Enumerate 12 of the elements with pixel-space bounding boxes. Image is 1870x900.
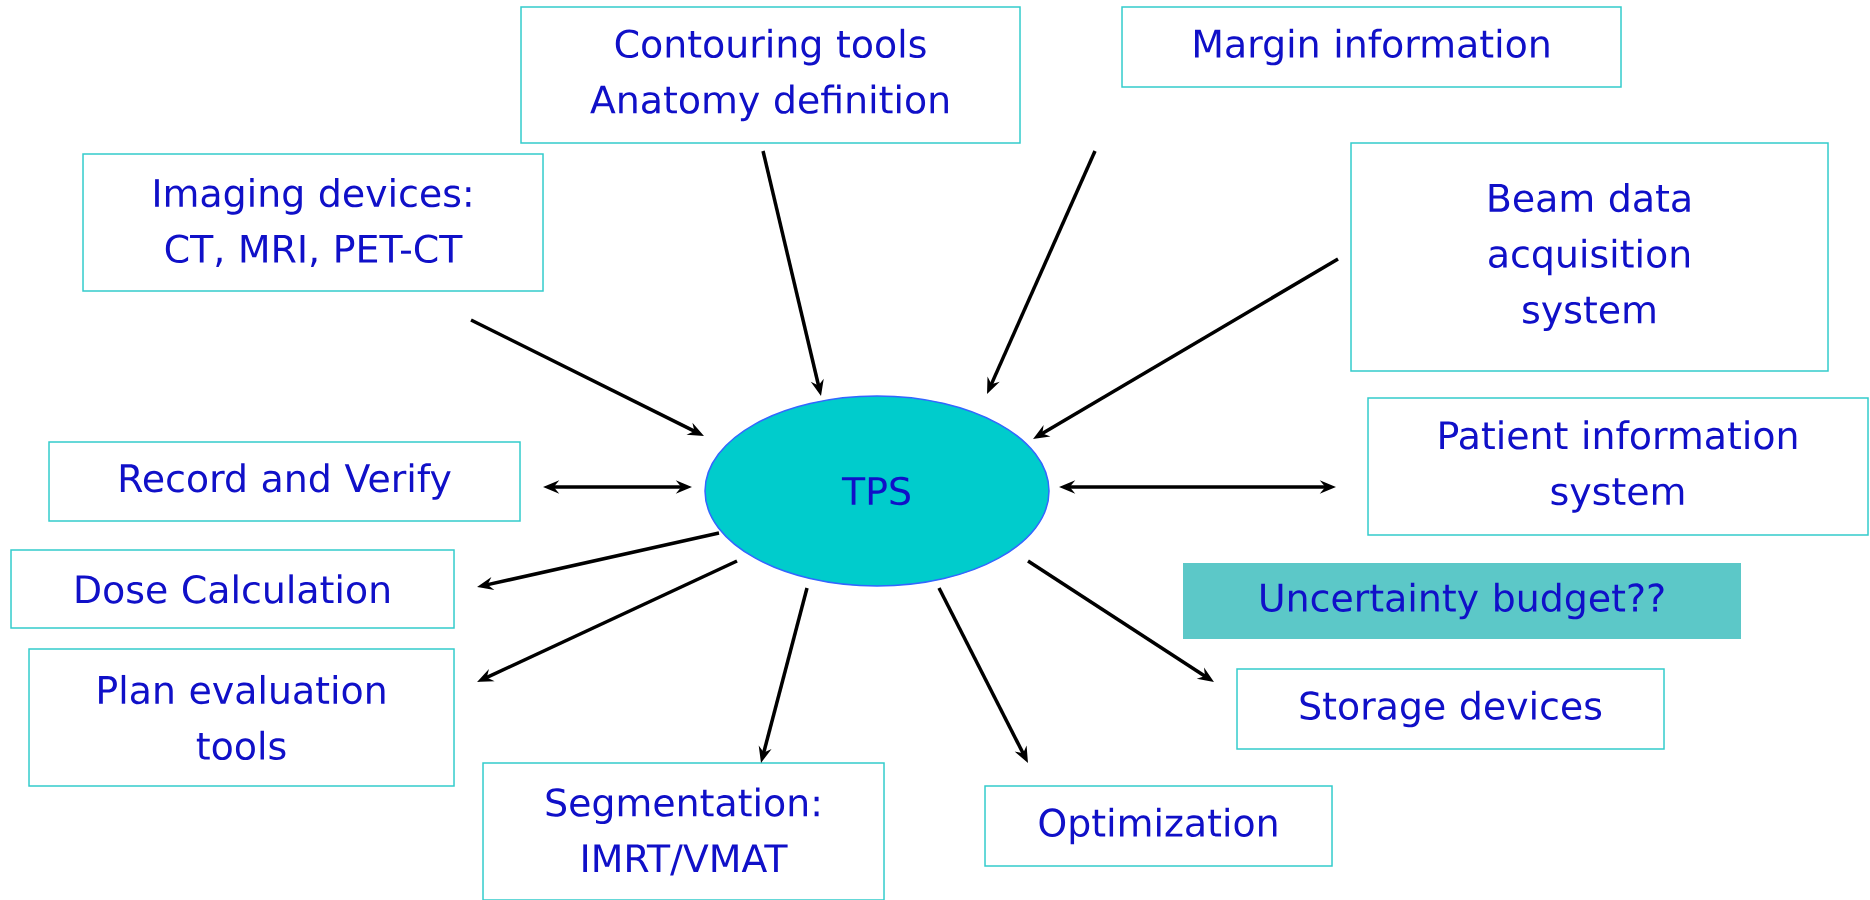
text-box: Margin information [1121, 6, 1622, 88]
text-box: Plan evaluation tools [28, 648, 455, 787]
text-box: Contouring tools Anatomy definition [520, 6, 1021, 144]
text-box: Record and Verify [48, 441, 521, 522]
text-box: Patient information system [1367, 397, 1869, 536]
text-box: Optimization [984, 785, 1333, 867]
text-box: Storage devices [1236, 668, 1665, 750]
text-box: Segmentation: IMRT/VMAT [482, 762, 885, 900]
text-box: Imaging devices: CT, MRI, PET-CT [82, 153, 544, 292]
text-box: Dose Calculation [10, 549, 455, 629]
text-box: Beam data acquisition system [1350, 142, 1829, 372]
highlight-box: Uncertainty budget?? [1183, 563, 1741, 639]
